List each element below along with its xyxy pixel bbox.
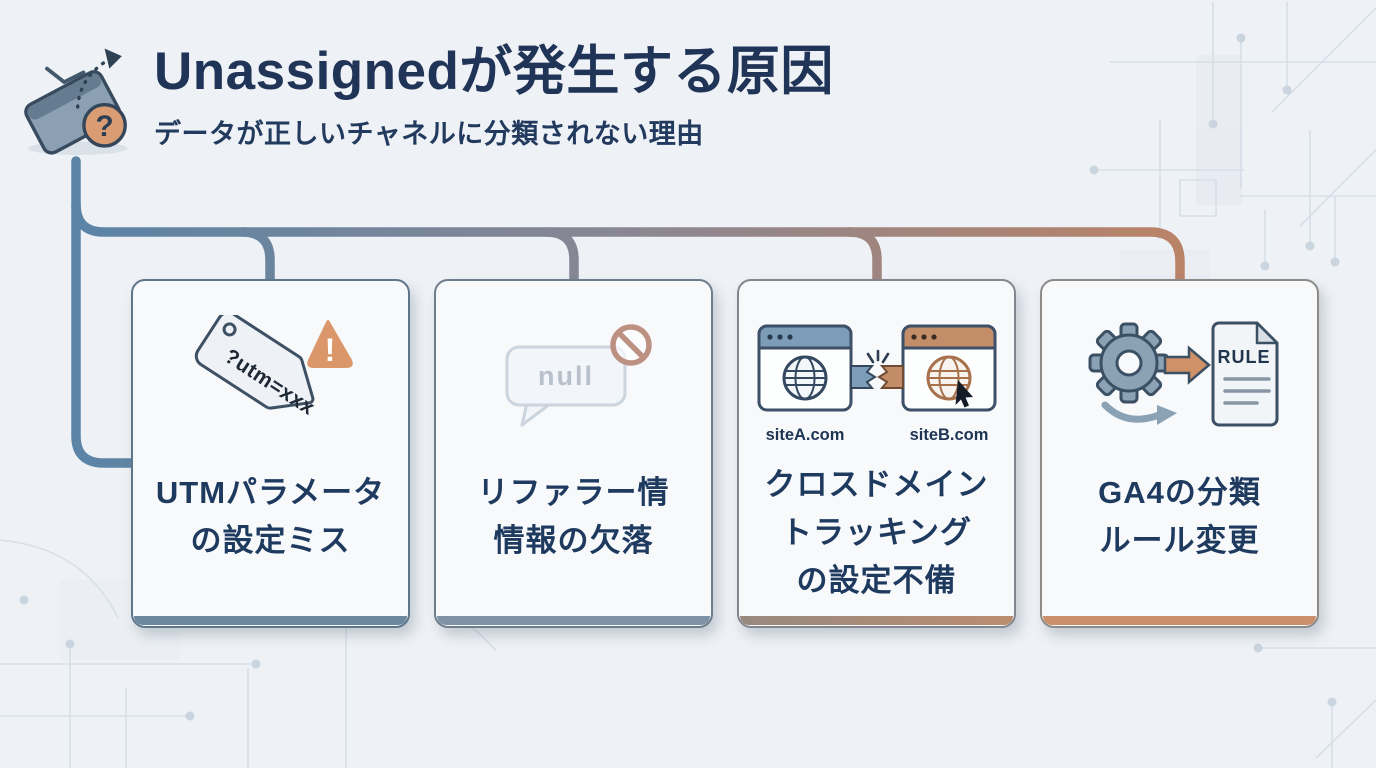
cross-domain-windows-icon: siteA.com siteB.com	[756, 315, 998, 449]
unassigned-tag-question-icon: ?	[24, 48, 128, 156]
cause-card-referrer: null リファラー情 情報の欠落	[434, 279, 713, 628]
connector-bus-line	[71, 199, 1185, 286]
warning-triangle-icon: !	[306, 320, 353, 368]
cursor-icon	[955, 380, 973, 408]
refresh-arrow-icon	[1101, 401, 1177, 425]
broken-link-icon	[849, 349, 904, 389]
rule-document-icon: RULE	[1211, 321, 1278, 427]
globe-icon	[782, 355, 827, 401]
null-referrer-bubble-icon: null	[489, 315, 659, 437]
cause-card-label: GA4の分類 ルール変更	[1098, 475, 1261, 559]
site-b-window	[901, 324, 996, 412]
cause-card-label: リファラー情 情報の欠落	[477, 475, 670, 559]
connector-drop-3	[844, 227, 882, 286]
cause-card-cross-domain: siteA.com siteB.com クロスドメイン トラッキング の設定不備	[737, 279, 1016, 628]
connector-drop-2	[541, 227, 579, 286]
prohibition-icon	[609, 324, 652, 366]
connector-root-line	[71, 156, 138, 468]
cause-card-ga4-rules: RULE GA4の分類 ルール変更	[1040, 279, 1319, 628]
rule-text: RULE	[1217, 347, 1270, 367]
header: ? Unassignedが発生する原因 データが正しいチャネルに分類されない理由	[22, 34, 834, 158]
question-mark-glyph: ?	[95, 110, 113, 143]
connector-drop-1	[237, 227, 275, 286]
page-subtitle: データが正しいチャネルに分類されない理由	[154, 118, 704, 149]
site-a-window	[757, 324, 852, 412]
cause-card-label: UTMパラメータ の設定ミス	[155, 475, 386, 559]
utm-tag-warning-icon: ?utm=xxx !	[175, 315, 367, 437]
gear-rule-document-icon: RULE	[1077, 315, 1283, 437]
arrow-right-icon	[1163, 345, 1211, 385]
site-a-label: siteA.com	[765, 426, 844, 444]
null-text: null	[538, 361, 594, 391]
gear-icon	[1088, 322, 1169, 404]
cause-card-utm: ?utm=xxx ! UTMパラメータ の設定ミス	[131, 279, 410, 628]
cause-card-label: クロスドメイン トラッキング の設定不備	[764, 467, 989, 599]
site-b-label: siteB.com	[909, 426, 988, 444]
exclamation-glyph: !	[324, 332, 335, 368]
page-title: Unassignedが発生する原因	[154, 42, 834, 101]
